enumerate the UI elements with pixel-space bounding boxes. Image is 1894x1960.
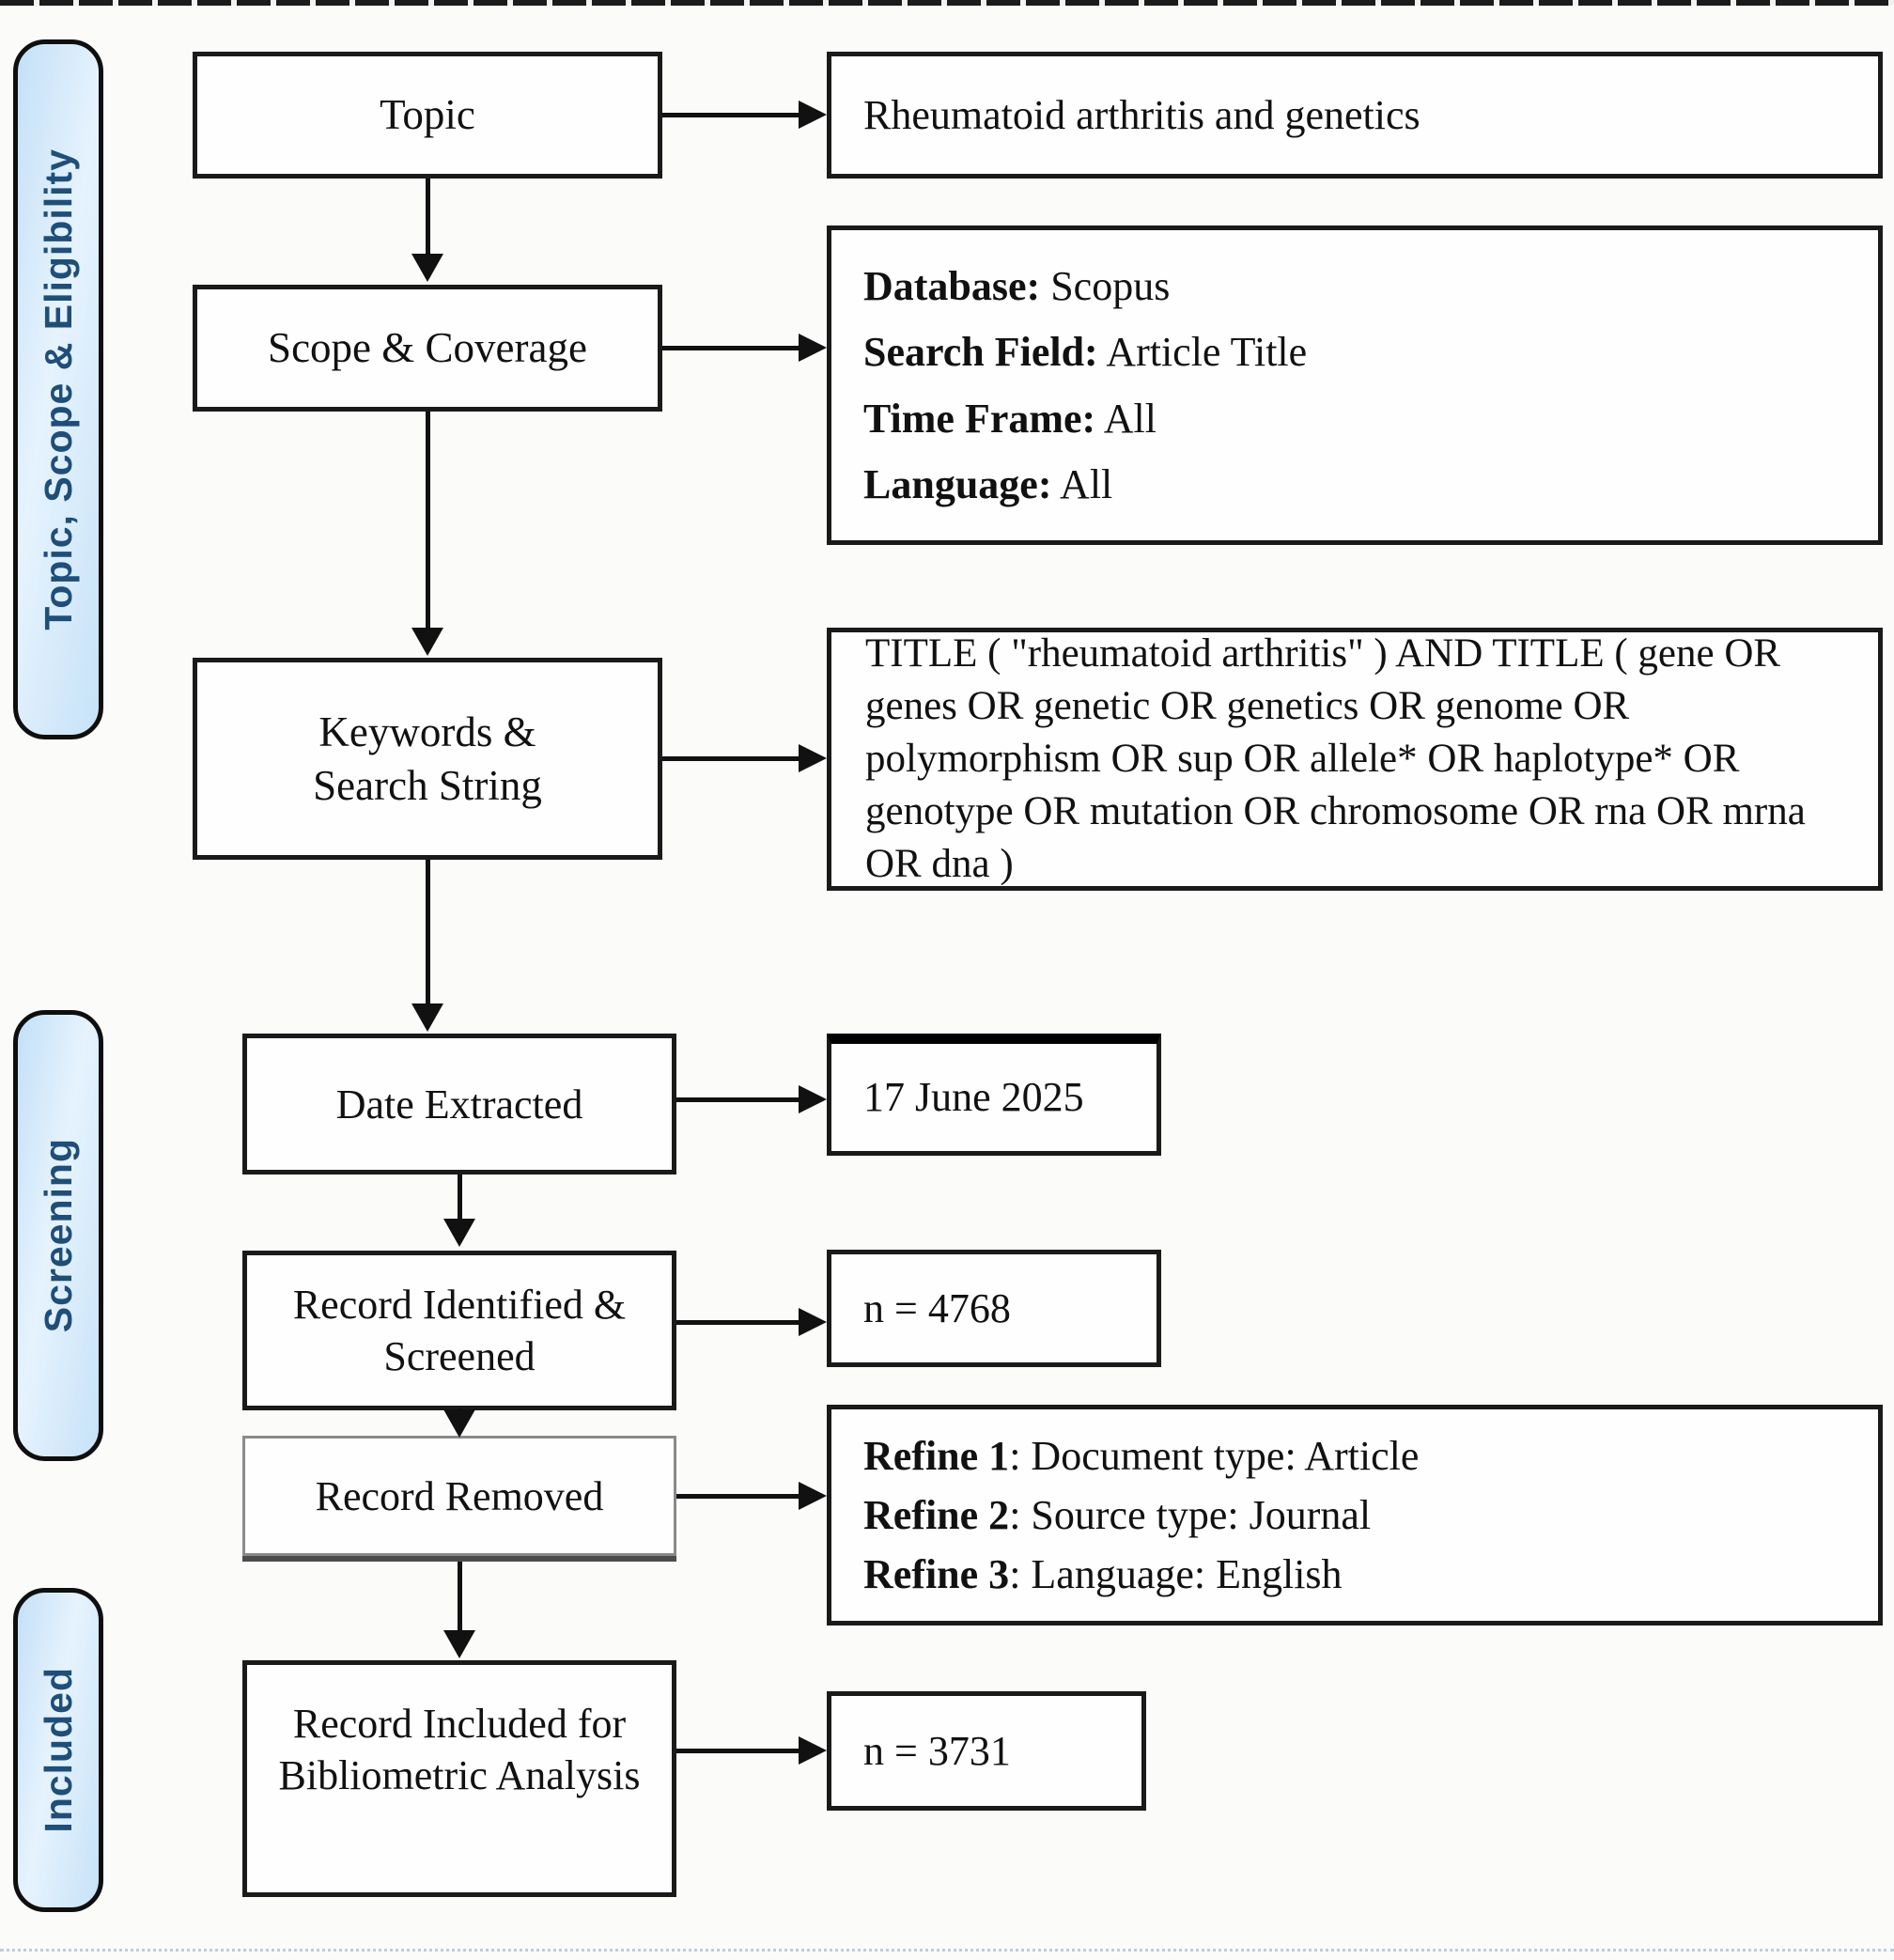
flow-box-date-extracted: Date Extracted [242,1034,676,1174]
sidebar-section-included: Included [13,1588,103,1912]
scope-line-time-frame-value: All [1095,395,1157,442]
arrow-right-topic [662,113,799,117]
refine-line-1-key: Refine 1 [863,1432,1010,1479]
arrow-down-identified-to-removed-head [443,1409,475,1438]
n-identified-value: n = 4768 [863,1284,1011,1331]
arrow-down-scope-to-keywords [426,412,430,628]
arrow-down-keywords-to-date-head [411,1003,443,1032]
scope-line-search-field-value: Article Title [1097,329,1308,376]
n-included-value: n = 3731 [863,1727,1011,1774]
scope-line-search-field: Search Field: Article Title [831,325,1878,379]
date-extracted-value: 17 June 2025 [863,1074,1084,1121]
detail-box-n-identified: n = 4768 [827,1250,1161,1367]
flow-box-record-removed: Record Removed [242,1436,676,1556]
arrow-down-removed-to-included [458,1562,462,1631]
detail-topic-text: Rheumatoid arthritis and genetics [863,91,1420,138]
arrow-down-topic-to-scope [426,179,430,254]
flow-box-date-extracted-label: Date Extracted [335,1081,583,1128]
sidebar-section-screening: Screening [13,1010,103,1461]
refine-line-1: Refine 1: Document type: Article [831,1429,1878,1483]
detail-box-date: 17 June 2025 [827,1034,1161,1156]
scope-line-database-value: Scopus [1040,262,1171,309]
detail-box-search-query: TITLE ( "rheumatoid arthritis" ) AND TIT… [827,628,1883,891]
scope-line-language-value: All [1051,461,1113,508]
arrow-right-included-head [799,1736,827,1765]
arrow-down-date-to-identified-head [443,1219,475,1247]
arrow-right-identified [676,1320,799,1325]
refine-line-1-value: : Document type: Article [1009,1432,1420,1479]
flow-box-record-included-label: Record Included for Bibliometric Analysi… [278,1701,641,1798]
arrow-right-date [676,1097,799,1102]
top-border-line [0,0,1894,6]
arrow-right-topic-head [799,101,827,129]
flow-box-keywords-search-string: Keywords & Search String [193,658,662,860]
arrow-right-keywords-head [799,744,827,772]
arrow-right-removed-head [799,1482,827,1510]
refine-line-2: Refine 2: Source type: Journal [831,1488,1878,1542]
arrow-down-topic-to-scope-head [411,254,443,282]
flow-box-keywords-label: Keywords & Search String [313,708,542,809]
flow-box-scope-coverage: Scope & Coverage [193,285,662,412]
arrow-down-keywords-to-date [426,860,430,1005]
detail-box-topic: Rheumatoid arthritis and genetics [827,52,1883,179]
flow-box-record-identified-label: Record Identified & Screened [292,1282,627,1379]
arrow-right-scope-head [799,334,827,362]
arrow-down-date-to-identified [458,1174,462,1220]
flow-box-topic-label: Topic [380,91,475,139]
scope-line-language-key: Language: [863,461,1052,508]
scope-line-time-frame-key: Time Frame: [863,395,1096,442]
refine-line-3-value: : Language: English [1009,1550,1343,1597]
arrow-right-date-head [799,1085,827,1113]
arrow-right-removed [676,1494,799,1499]
scope-line-database: Database: Scopus [831,259,1878,313]
flow-box-record-included: Record Included for Bibliometric Analysi… [242,1660,676,1897]
flow-box-record-identified-screened: Record Identified & Screened [242,1251,676,1410]
detail-box-n-included: n = 3731 [827,1691,1146,1811]
flow-box-record-removed-label: Record Removed [315,1472,604,1519]
arrow-right-identified-head [799,1308,827,1336]
scope-line-time-frame: Time Frame: All [831,392,1878,445]
refine-line-3: Refine 3: Language: English [831,1548,1878,1601]
refine-line-3-key: Refine 3 [863,1550,1010,1597]
arrow-down-scope-to-keywords-head [411,628,443,656]
scope-line-search-field-key: Search Field: [863,329,1098,376]
bottom-border-line [0,1949,1894,1952]
sidebar-label-screening: Screening [36,1138,80,1333]
scope-line-language: Language: All [831,458,1878,511]
refine-line-2-key: Refine 2 [863,1491,1010,1538]
arrow-right-scope [662,346,799,350]
detail-box-scope: Database: Scopus Search Field: Article T… [827,226,1883,545]
sidebar-label-topic-scope-eligibility: Topic, Scope & Eligibility [36,148,80,630]
arrow-down-removed-to-included-head [443,1630,475,1658]
search-query-text: TITLE ( "rheumatoid arthritis" ) AND TIT… [865,631,1806,886]
flow-box-scope-coverage-label: Scope & Coverage [268,324,587,372]
arrow-right-keywords [662,756,799,761]
flow-box-topic: Topic [193,52,662,179]
arrow-right-included [676,1749,799,1753]
refine-line-2-value: : Source type: Journal [1009,1491,1372,1538]
sidebar-section-topic-scope-eligibility: Topic, Scope & Eligibility [13,39,103,739]
detail-box-refinements: Refine 1: Document type: Article Refine … [827,1405,1883,1626]
sidebar-label-included: Included [36,1667,80,1833]
scope-line-database-key: Database: [863,262,1041,309]
